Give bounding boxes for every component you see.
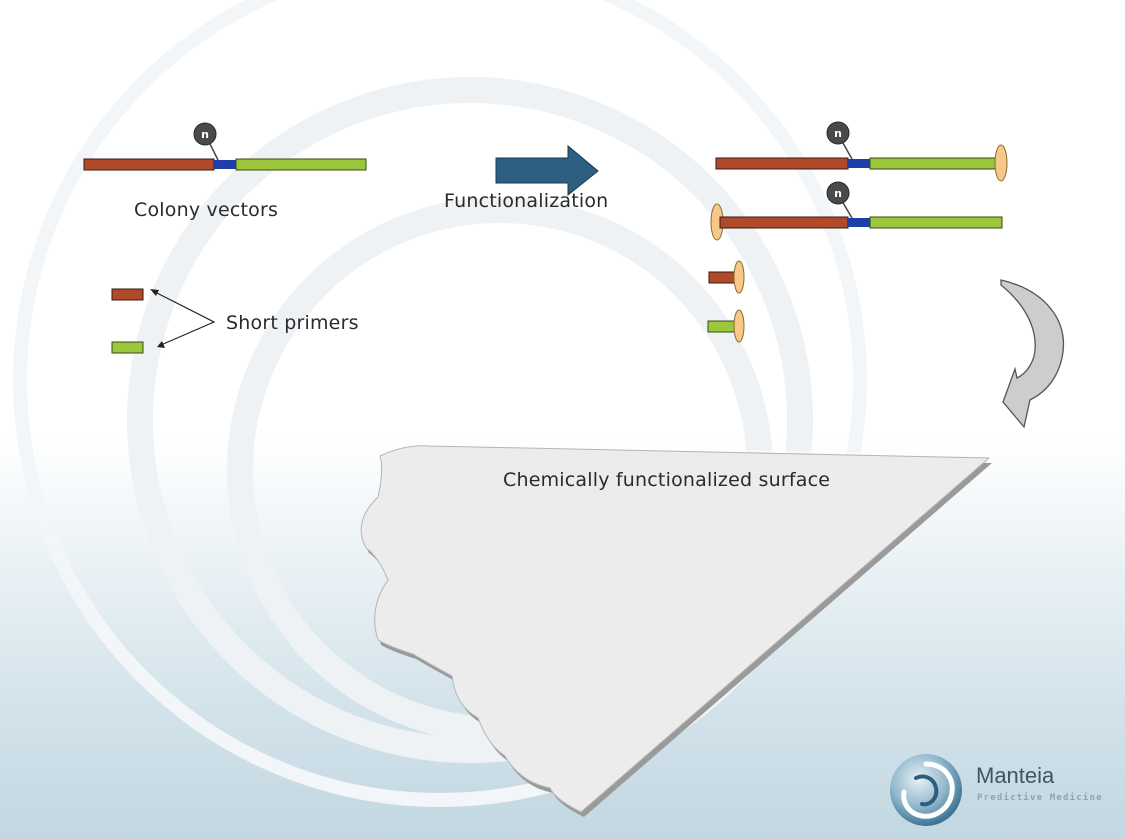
functionalized-primers [707, 260, 745, 343]
n-marker-text: n [834, 187, 842, 200]
n-marker-icon [826, 181, 850, 205]
red-strand [83, 158, 215, 171]
arrowhead-up [150, 289, 159, 296]
logo-tagline: Predictive Medicine [977, 793, 1103, 803]
red-primer [111, 288, 144, 301]
functionalization-label: Functionalization [444, 190, 609, 212]
red-strand [715, 157, 849, 170]
green-primer [111, 341, 144, 354]
blue-linker [214, 160, 236, 169]
manteia-logo: Manteia Predictive Medicine [882, 748, 1122, 828]
anchor-cap [733, 309, 745, 343]
red-primer [708, 271, 738, 284]
functionalized-vector-1: n [715, 121, 1008, 182]
anchor-cap [733, 260, 745, 294]
surface-label: Chemically functionalized surface [503, 469, 831, 491]
green-strand [869, 216, 1003, 229]
logo-mark-icon [890, 754, 962, 826]
short-primers-label: Short primers [226, 312, 359, 334]
n-marker-icon [193, 122, 217, 146]
green-strand [869, 157, 999, 170]
green-strand [235, 158, 367, 171]
blue-linker [848, 159, 870, 168]
n-marker-text: n [834, 127, 842, 140]
n-marker-text: n [201, 128, 209, 141]
functionalized-vector-2: n [710, 181, 1003, 241]
primer-pointer-lines [152, 290, 216, 346]
green-primer [707, 320, 738, 333]
curved-arrow-icon [1000, 279, 1064, 429]
surface-edge-highlight [429, 443, 986, 457]
colony-vectors-label: Colony vectors [134, 199, 279, 221]
blue-linker [848, 218, 870, 227]
arrowhead-down [157, 341, 165, 348]
red-strand [719, 216, 849, 229]
colony-vector: n [83, 122, 367, 171]
functionalization-arrow-icon [495, 144, 599, 197]
surface-slab [360, 445, 993, 817]
logo-name: Manteia [976, 763, 1055, 788]
anchor-cap [994, 144, 1008, 182]
n-marker-icon [826, 121, 850, 145]
short-primers [111, 288, 216, 354]
